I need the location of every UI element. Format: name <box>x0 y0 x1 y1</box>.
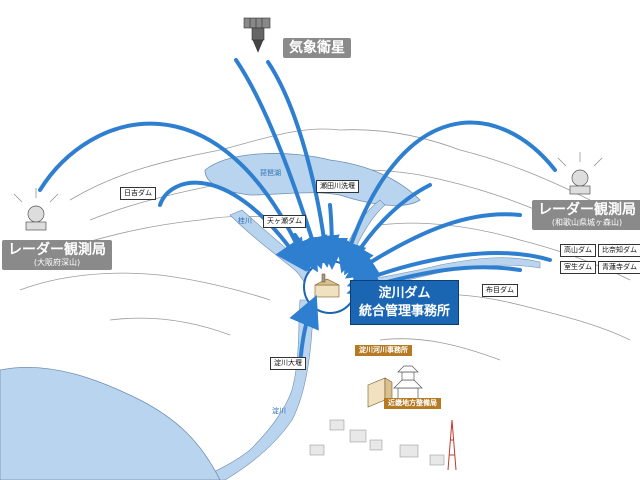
arrow-radar-right <box>335 120 557 274</box>
radar-station-right-icon <box>557 152 603 195</box>
radar-right-label: レーダー観測局 (和歌山県城ヶ森山) <box>532 200 640 230</box>
arrow-setagawa <box>315 203 348 270</box>
arrow-satellite-b <box>266 60 340 268</box>
weir-setagawa-label: 瀬田川洗堰 <box>316 180 359 193</box>
radar-left-location: (大阪府深山) <box>33 258 81 267</box>
lake-biwa-label: 琵琶湖 <box>260 169 281 177</box>
arrow-amagase <box>288 233 318 273</box>
arrow-hiyoshi <box>158 180 307 272</box>
arrow-right-3 <box>346 251 552 290</box>
city-blocks <box>309 419 445 466</box>
radar-right-title: レーダー観測局 <box>538 202 636 218</box>
yodo-river-label: 淀川 <box>272 407 286 415</box>
hq-label: 淀川ダム 統合管理事務所 <box>350 280 460 326</box>
yodogawa-weir-label: 淀川大堰 <box>270 357 306 370</box>
radar-right-location: (和歌山県城ヶ森山) <box>551 218 623 227</box>
data-flow-arrows <box>38 58 557 367</box>
radar-station-left-icon <box>13 188 59 231</box>
hq-building-icon <box>314 273 340 298</box>
katsura-river-label: 桂川 <box>238 217 252 225</box>
dam-murou-label: 室生ダム <box>560 261 596 274</box>
dam-amagase-label: 天ヶ瀬ダム <box>263 215 306 228</box>
satellite-label: 気象衛星 <box>283 38 351 58</box>
hq-line1: 淀川ダム <box>378 286 431 301</box>
radar-left-title: レーダー観測局 <box>8 242 106 258</box>
hq-line2: 統合管理事務所 <box>359 303 451 319</box>
osaka-bay <box>0 367 221 480</box>
osaka-castle-icon <box>393 365 423 403</box>
satellite-icon <box>243 17 271 53</box>
radar-left-label: レーダー観測局 (大阪府深山) <box>2 240 112 270</box>
kinki-bureau-label: 近畿地方整備局 <box>384 398 441 409</box>
tower-icon <box>447 419 457 471</box>
dam-hinachi-label: 比奈知ダム <box>598 244 640 257</box>
arrow-radar-left <box>38 121 312 273</box>
arrow-right-2 <box>344 212 522 279</box>
dam-hiyoshi-label: 日吉ダム <box>120 187 156 200</box>
dam-nunome-label: 布目ダム <box>482 284 518 297</box>
dam-takayama-label: 高山ダム <box>560 244 596 257</box>
dam-shorenji-label: 青蓮寺ダム <box>598 261 640 274</box>
yodogawa-office-label: 淀川河川事務所 <box>355 345 412 356</box>
